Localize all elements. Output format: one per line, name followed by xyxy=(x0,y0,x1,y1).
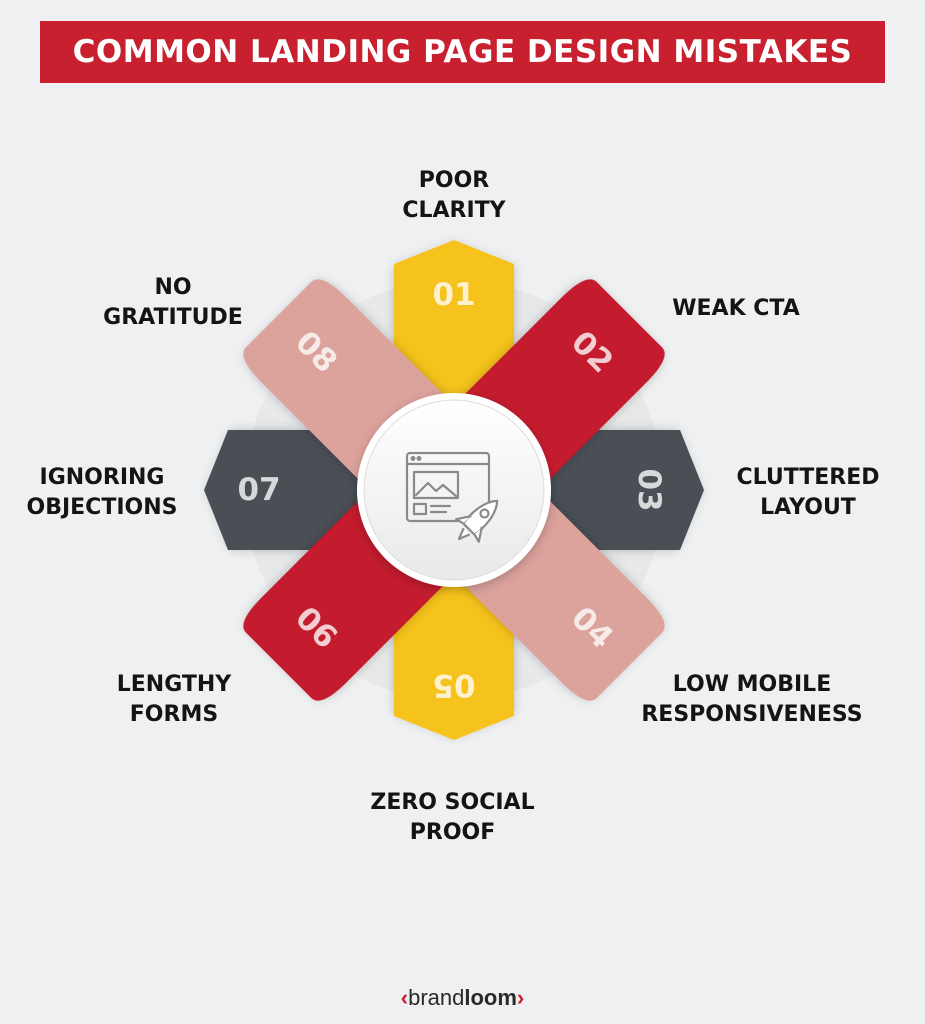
page-title: COMMON LANDING PAGE DESIGN MISTAKES xyxy=(72,34,853,70)
label-weak-cta: WEAK CTA xyxy=(672,296,800,321)
number-07: 07 xyxy=(237,472,280,508)
webpage-rocket-icon xyxy=(405,451,499,543)
number-05: 05 xyxy=(432,667,475,703)
number-01: 01 xyxy=(432,277,475,313)
brand-logo: ‹brandloom› xyxy=(400,985,525,1010)
title-banner: COMMON LANDING PAGE DESIGN MISTAKES xyxy=(40,21,885,83)
center-hub xyxy=(357,393,551,587)
number-03: 03 xyxy=(631,468,667,511)
